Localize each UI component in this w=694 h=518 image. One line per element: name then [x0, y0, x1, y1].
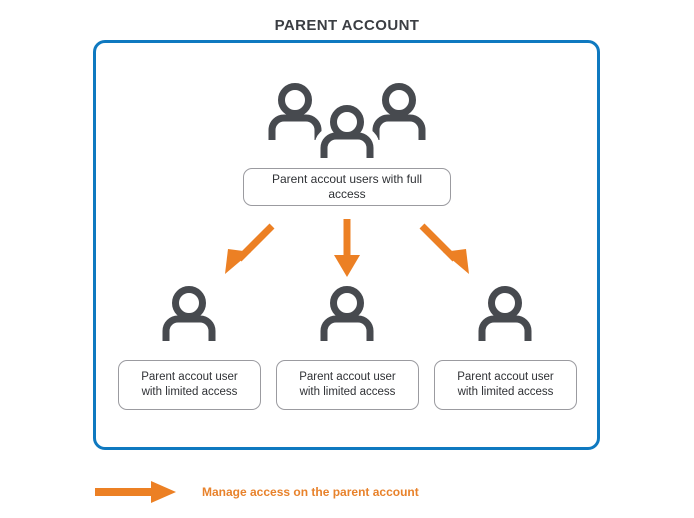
limited-access-label-1-line1: Parent accout user	[141, 371, 238, 383]
limited-access-label-3-line1: Parent accout user	[457, 371, 554, 383]
limited-access-label-3: Parent accout user with limited access	[457, 370, 554, 400]
limited-access-label-1: Parent accout user with limited access	[141, 370, 238, 400]
limited-access-label-2: Parent accout user with limited access	[299, 370, 396, 400]
arrow-right-icon	[95, 481, 176, 503]
legend-label: Manage access on the parent account	[202, 485, 419, 499]
limited-access-label-2-line2: with limited access	[299, 386, 396, 398]
limited-access-label-box-2: Parent accout user with limited access	[276, 360, 419, 410]
limited-access-label-3-line2: with limited access	[457, 386, 554, 398]
limited-access-label-box-3: Parent accout user with limited access	[434, 360, 577, 410]
limited-access-label-2-line1: Parent accout user	[299, 371, 396, 383]
full-access-label-text: Parent accout users with full access	[271, 172, 423, 201]
page-title: PARENT ACCOUNT	[274, 17, 420, 34]
limited-access-label-1-line2: with limited access	[141, 386, 238, 398]
limited-access-label-box-1: Parent accout user with limited access	[118, 360, 261, 410]
full-access-label-box: Parent accout users with full access	[243, 168, 451, 206]
legend: Manage access on the parent account	[93, 480, 513, 504]
